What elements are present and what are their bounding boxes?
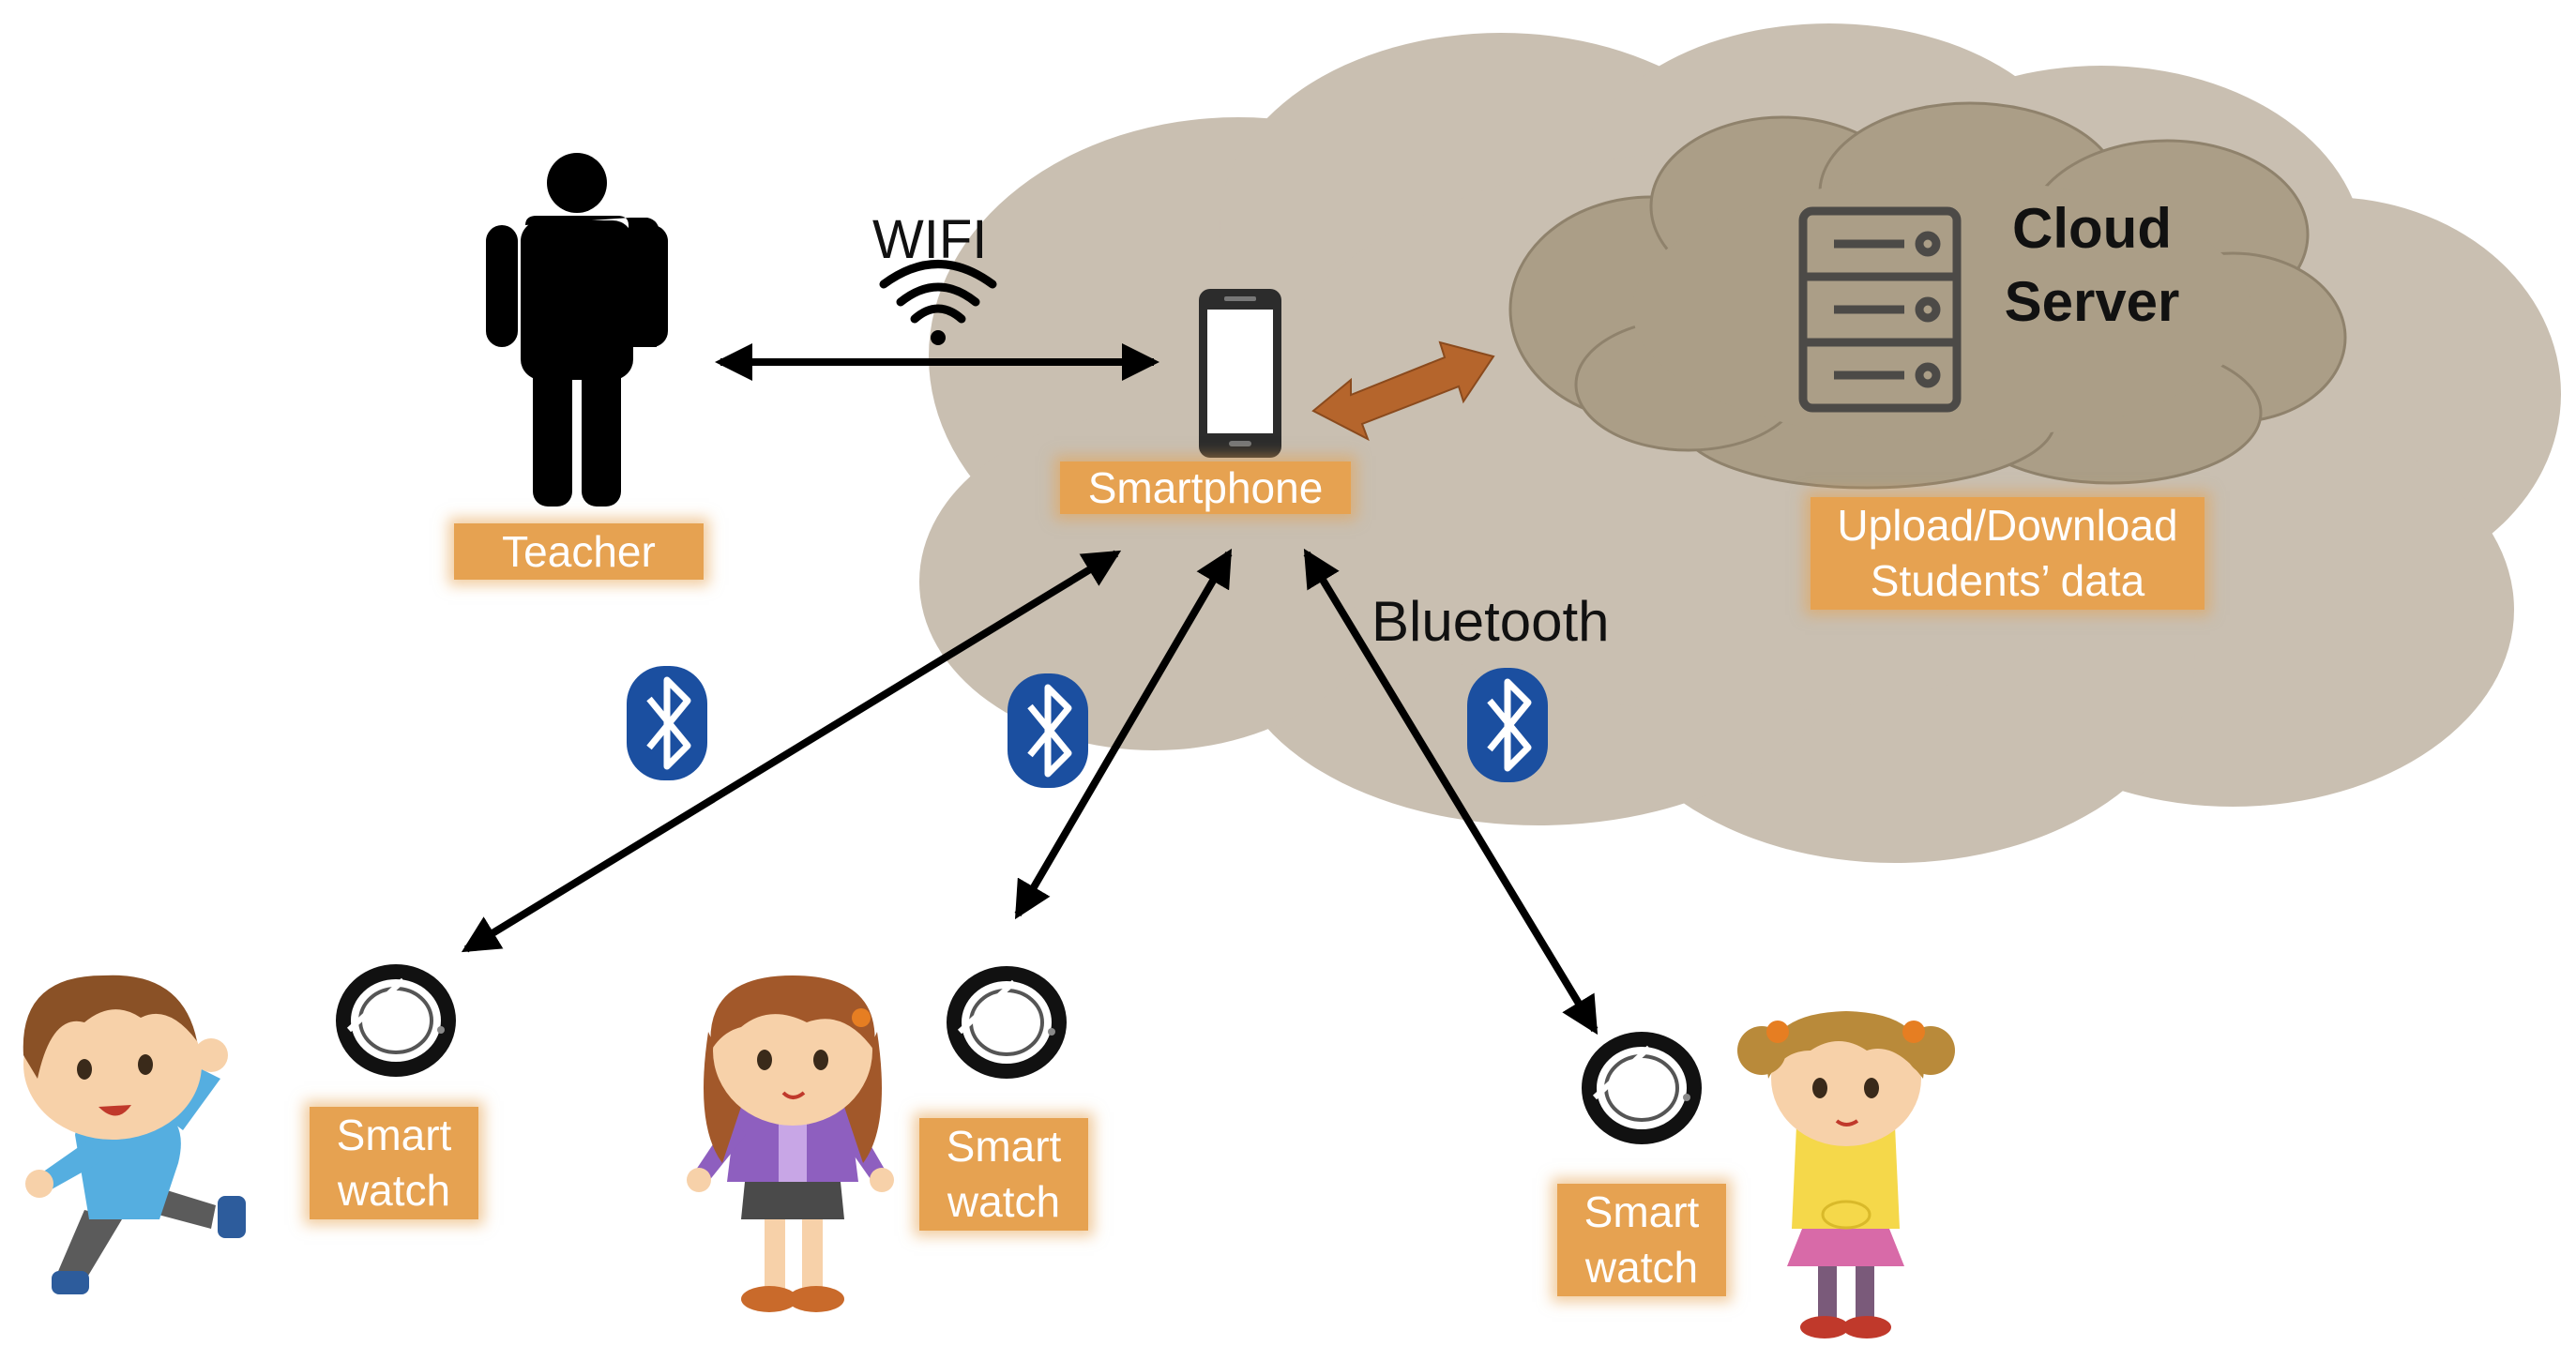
- child-icon: [687, 975, 894, 1312]
- smartwatch-label-2: Smart watch: [919, 1118, 1088, 1231]
- cloud-server-title: Cloud Server: [1989, 192, 2195, 339]
- smartwatch-label-1-line-2: watch: [337, 1166, 451, 1215]
- cloud-server-title-line-2: Server: [2004, 270, 2180, 333]
- smartwatch-label-3: Smart watch: [1557, 1184, 1726, 1296]
- smartwatch-label-1-line-1: Smart: [336, 1111, 452, 1160]
- wifi-icon: [879, 260, 997, 345]
- person-icon: [486, 153, 668, 507]
- bluetooth-icon: [1467, 668, 1548, 782]
- smartwatch-label-3-line-1: Smart: [1583, 1187, 1700, 1237]
- smartwatch-label-1: Smart watch: [310, 1107, 478, 1219]
- upload-download-line-1: Upload/Download: [1837, 501, 2178, 551]
- server-icon: [1798, 206, 1962, 413]
- cloud-link-arrow: [1311, 340, 1495, 442]
- smartphone-label: Smartphone: [1060, 461, 1351, 514]
- smartwatch-icon: [336, 964, 456, 1077]
- smartwatch-label-2-line-1: Smart: [946, 1122, 1062, 1172]
- bluetooth-icon: [1008, 673, 1088, 788]
- smartwatch-label-3-line-2: watch: [1584, 1243, 1699, 1292]
- teacher-label-text: Teacher: [502, 526, 656, 576]
- bluetooth-link-arrow-2: [1014, 548, 1233, 920]
- bluetooth-icon: [627, 666, 707, 780]
- wifi-label: WIFI: [872, 209, 988, 270]
- bluetooth-label: Bluetooth: [1371, 590, 1610, 653]
- upload-download-label: Upload/Download Students’ data: [1811, 497, 2205, 610]
- bluetooth-link-arrow-1: [461, 550, 1122, 953]
- teacher-label: Teacher: [454, 523, 704, 580]
- smartphone-icon: [1199, 289, 1281, 458]
- child-icon: [23, 975, 246, 1294]
- smartwatch-icon: [1582, 1032, 1702, 1144]
- smartwatch-label-2-line-2: watch: [947, 1177, 1061, 1226]
- smartwatch-icon: [947, 966, 1067, 1079]
- smartphone-label-text: Smartphone: [1087, 462, 1324, 512]
- bluetooth-link-arrow-3: [1303, 548, 1599, 1036]
- inner-cloud-fill: [1632, 178, 2251, 441]
- child-icon: [1737, 1011, 1955, 1338]
- upload-download-line-2: Students’ data: [1870, 556, 2145, 605]
- cloud-server-title-line-1: Cloud: [2012, 197, 2172, 260]
